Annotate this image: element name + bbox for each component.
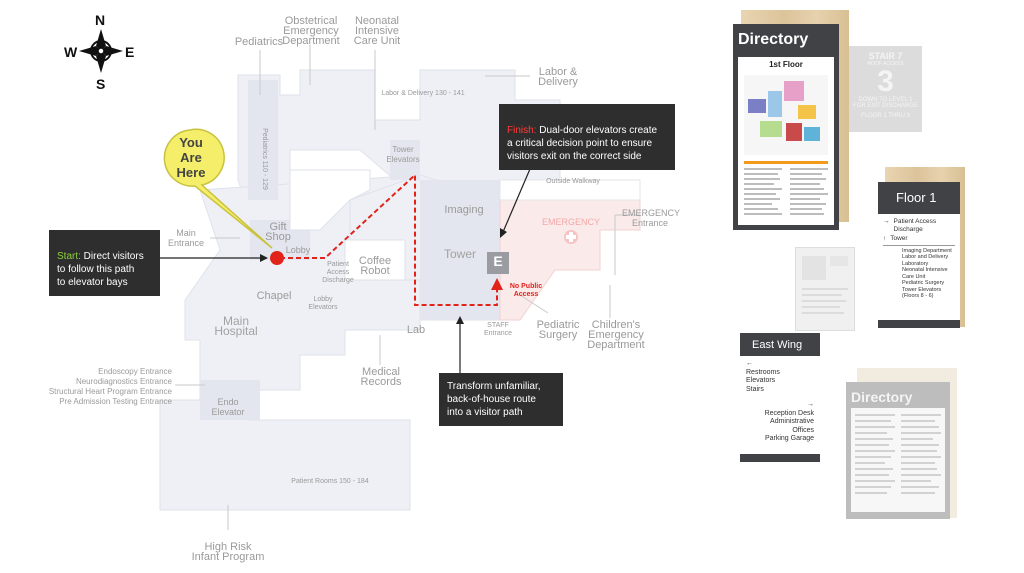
compass-s: S xyxy=(96,76,106,92)
label-endo-elevator: Endo Elevator xyxy=(211,397,245,417)
label-lobby-elevators: Lobby Elevators xyxy=(308,296,338,311)
list-item: Pediatric Surgery xyxy=(902,280,945,286)
label-imaging: Imaging xyxy=(444,204,484,216)
arrow-left-icon: ← xyxy=(746,360,753,367)
label-main-hospital: Main Hospital xyxy=(214,314,258,338)
label-emergency-entrance: EMERGENCY Entrance xyxy=(622,208,681,228)
label-no-public-access: No Public Access xyxy=(509,283,543,298)
floor1-title: Floor 1 xyxy=(896,190,937,205)
directory-sign: Directory 1st Floor xyxy=(733,24,839,230)
stair-sign: STAIR 7 ROOF ACCESS 3 DOWN TO LEVEL 1 FO… xyxy=(849,46,922,132)
list-item: Laboratory xyxy=(902,260,929,267)
label-staff-entrance: STAFF Entrance xyxy=(483,322,513,337)
you-are-here-label: You Are Here xyxy=(176,135,206,180)
label-tower: Tower xyxy=(443,247,476,261)
stair-line1: DOWN TO LEVEL 1 xyxy=(858,97,913,103)
label-lobby: Lobby xyxy=(285,245,311,255)
east-wing-right: Reception Desk Administrative Offices Pa… xyxy=(764,409,814,443)
list-item: Neonatal Intensive Care Unit xyxy=(902,267,948,280)
list-item: Imaging Department xyxy=(902,247,952,254)
directory-title: Directory xyxy=(738,31,809,48)
label-nicu: Neonatal Intensive Care Unit xyxy=(353,15,401,47)
label-high-risk: High Risk Infant Program xyxy=(191,541,265,563)
floor1-main-0: → Patient Access Discharge xyxy=(883,218,955,233)
transform-callout: Transform unfamiliar, back-of-house rout… xyxy=(439,373,563,426)
label-patient-rooms: Patient Rooms 150 - 184 xyxy=(291,478,369,485)
label-pediatrics-rooms: Pediatrics 110 - 129 xyxy=(261,128,268,190)
east-wing-title: East Wing xyxy=(752,339,803,351)
floor1-main-1-text: Tower xyxy=(890,235,908,242)
label-gift-shop: Gift Shop xyxy=(265,221,291,243)
arrow-up-icon: ↑ xyxy=(883,235,887,242)
finish-callout: Finish: Dual-door elevators create a cri… xyxy=(499,104,675,170)
floor1-main-0-text: Patient Access Discharge xyxy=(893,218,937,233)
list-item: Tower Elevators (Floors 8 - 6) xyxy=(902,286,942,300)
floor1-main-1: ↑ Tower xyxy=(883,235,955,243)
directory-minimap xyxy=(744,75,828,215)
floor1-divider xyxy=(883,244,955,246)
label-labor-rooms: Labor & Delivery 130 - 141 xyxy=(381,90,465,97)
floor1-panel: → Patient Access Discharge ↑ Tower Imagi… xyxy=(878,214,960,320)
label-pediatrics: Pediatrics xyxy=(234,36,284,48)
compass-n: N xyxy=(95,12,106,28)
finish-text: Dual-door elevators create a critical de… xyxy=(507,125,658,162)
east-wing-panel: ← Restrooms Elevators Stairs → Reception… xyxy=(740,356,820,454)
compass-e: E xyxy=(125,44,135,60)
floor1-sub-list: Imaging Department Labor and Delivery La… xyxy=(883,248,955,300)
east-wing-sign: East Wing ← Restrooms Elevators Stairs →… xyxy=(740,333,820,462)
directory2-panel xyxy=(851,408,945,512)
faded-map-graphic xyxy=(802,256,848,314)
floor-map xyxy=(79,29,641,530)
finish-key: Finish: xyxy=(507,125,537,136)
label-tower-elevators: Tower Elevators xyxy=(386,145,420,164)
label-main-entrance: Main Entrance xyxy=(167,228,205,248)
east-wing-left: Restrooms Elevators Stairs xyxy=(746,368,780,393)
list-item: Labor and Delivery xyxy=(902,254,949,260)
stair-sub: ROOF ACCESS xyxy=(867,61,904,67)
label-chapel: Chapel xyxy=(256,290,292,302)
stair-footer: FLOOR 1 THRU 3 xyxy=(861,113,910,119)
compass-w: W xyxy=(64,44,78,60)
stair-title: STAIR 7 xyxy=(868,51,903,61)
arrow-right-icon: → xyxy=(807,401,814,408)
arrow-right-icon: → xyxy=(883,218,890,225)
start-text: Direct visitors to follow this path to e… xyxy=(57,251,144,288)
label-emergency: EMERGENCY xyxy=(541,217,600,227)
directory2-title: Directory xyxy=(851,389,913,405)
label-medical-records: Medical Records xyxy=(360,366,402,388)
label-outside-walkway: Outside Walkway xyxy=(546,178,600,185)
label-labor-delivery: Labor & Delivery xyxy=(538,66,578,88)
faded-directory-sign: Directory xyxy=(846,382,950,519)
directory-floor: 1st Floor xyxy=(769,60,803,69)
label-pediatric-surgery: Pediatric Surgery xyxy=(536,319,580,341)
directory-panel: 1st Floor xyxy=(738,57,834,225)
stair-number: 3 xyxy=(877,65,894,98)
label-endoscopy-entrances: Endoscopy Entrance Neurodiagnostics Entr… xyxy=(48,367,172,406)
label-lab: Lab xyxy=(406,324,426,336)
label-obstetrical: Obstetrical Emergency Department xyxy=(282,15,340,47)
stair-line2: FOR EXIT DISCHARGE xyxy=(853,103,918,109)
elevator-icon: E xyxy=(493,253,503,269)
start-callout: Start: Direct visitors to follow this pa… xyxy=(49,230,160,296)
directory2-listing xyxy=(855,414,941,494)
faded-map-sign xyxy=(795,247,855,331)
label-childrens-ed: Children's Emergency Department xyxy=(587,319,645,351)
label-patient-access: Patient Access Discharge xyxy=(322,261,354,284)
start-key: Start: xyxy=(57,251,81,262)
label-coffee-robot: Coffee Robot xyxy=(358,255,392,277)
floor1-sign: Floor 1 → Patient Access Discharge ↑ Tow… xyxy=(878,182,960,328)
